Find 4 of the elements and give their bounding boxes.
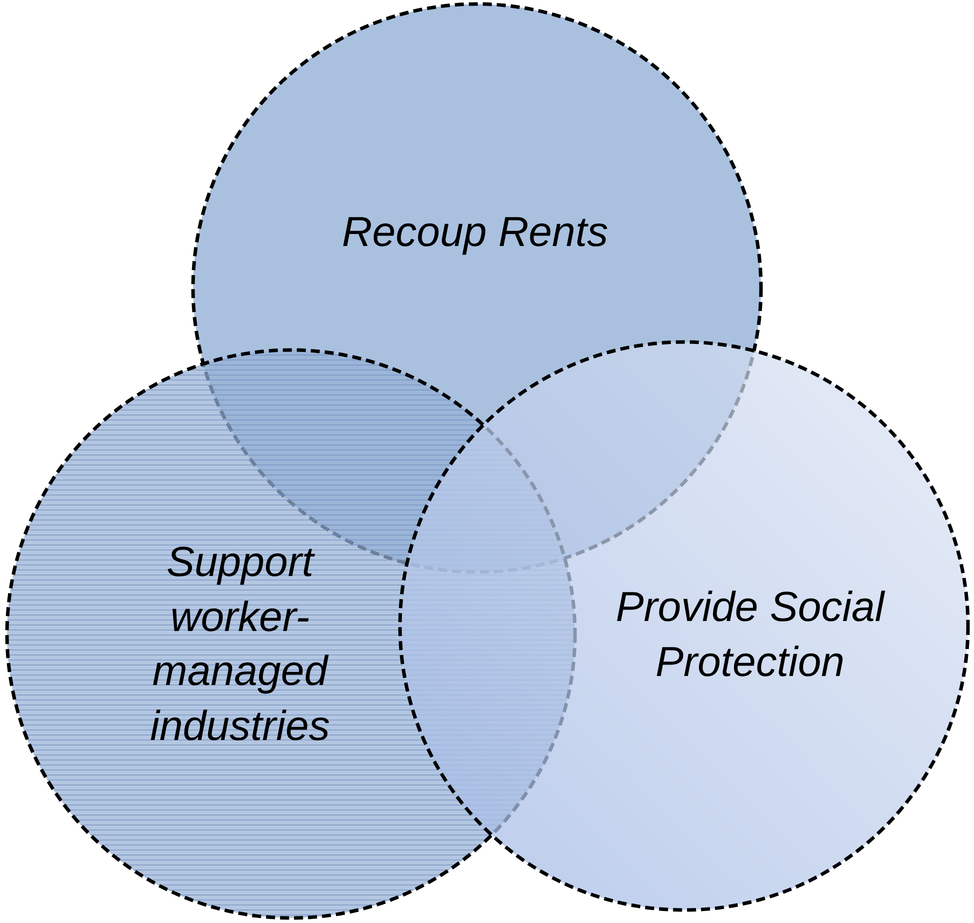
circle-label: Recoup Rents [340, 207, 610, 257]
circle-label: Provide Social Protection [614, 582, 886, 687]
venn-circle [398, 340, 970, 912]
circle-label: Support worker-managed industries [149, 537, 331, 751]
